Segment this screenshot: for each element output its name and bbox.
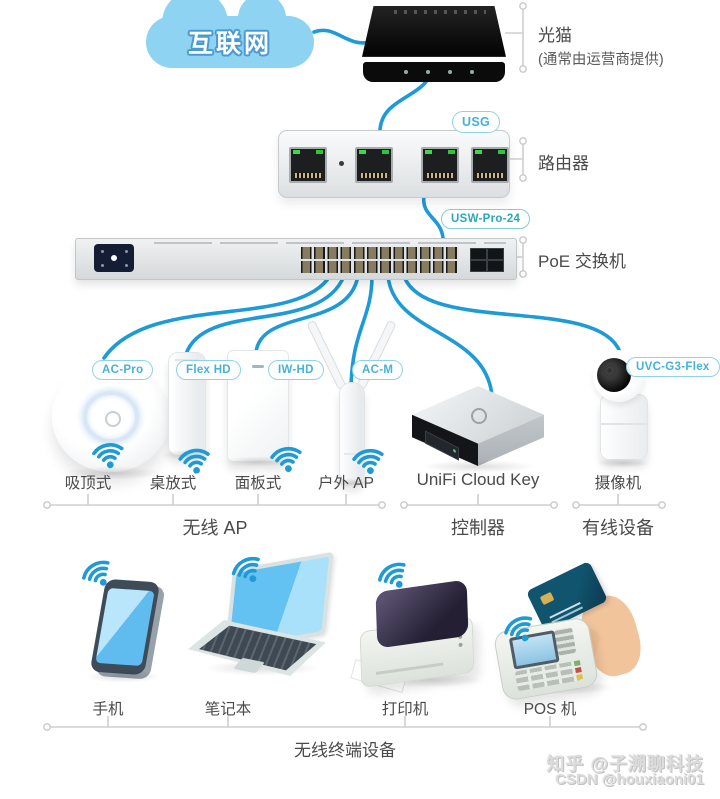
switch-label: PoE 交换机 [538,252,626,271]
shadow [222,456,294,467]
usg-router [278,130,510,198]
poe-switch [75,238,517,280]
router-port-console [289,147,327,183]
printer-label: 打印机 [381,701,429,718]
pos-label: POS 机 [523,701,577,718]
usg-badge: USG [452,111,500,133]
ap-desktop-label: 桌放式 [149,475,197,492]
cloud-key-label: UniFi Cloud Key [416,470,540,489]
wifi-icon [269,444,305,477]
ap-ceiling-device [52,362,170,472]
router-label: 路由器 [538,154,589,173]
cable-switch-cloudkey [386,274,494,398]
modem-label: 光猫 [538,26,572,45]
ap-wall-label: 面板式 [234,475,282,492]
cable-switch-iwhd [254,274,360,354]
wifi-icon [177,446,213,477]
wired-group-label: 有线设备 [582,518,654,538]
cable-switch-flexhd [184,274,346,356]
phone-screen [95,587,155,667]
pos-side-keys [554,627,577,656]
shadow [330,478,374,487]
watermark-zhihu: 知乎 @子溯聊科技 [546,754,704,774]
modem-vents [393,10,486,14]
modem-sublabel: (通常由运营商提供) [538,52,664,68]
cable-switch-acm [349,274,374,394]
ap-outdoor-device [339,382,365,484]
terminals-group-label: 无线终端设备 [294,741,396,760]
ap-led-ring [82,390,140,444]
acm-badge: AC-M [352,360,404,380]
router-port-wan1 [355,147,393,183]
card-chip [539,591,555,606]
shadow [418,460,538,473]
laptop-device [188,551,334,680]
cloud-key-device [412,386,544,466]
camera-label: 摄像机 [594,475,642,492]
camera-body [600,394,648,460]
acpro-badge: AC-Pro [92,360,154,380]
laptop-label: 笔记本 [204,701,252,718]
switch-display [94,244,134,272]
ubiquiti-logo [105,411,121,427]
wifi-icon [351,446,387,479]
switch-port-block [301,247,459,273]
switch-ports-bottom-row [301,261,459,273]
watermark-csdn: CSDN @houxiaoni01 [555,771,704,788]
cable-switch-camera [402,274,622,354]
phone-body [89,578,161,676]
modem-top-face [362,6,506,57]
internet-cloud: 互联网 [146,0,314,68]
camera-badge: UVC-G3-Flex [626,357,720,377]
ubiquiti-logo [471,408,487,424]
shadow [62,466,162,480]
wireless-ap-group-label: 无线 AP [182,518,248,538]
wifi-icon [91,440,127,473]
ap-ceiling-label: 吸顶式 [64,475,112,492]
ap-outdoor-label: 户外 AP [318,475,374,492]
cloud-shape [146,0,314,68]
shadow [160,450,214,460]
switch-vents [154,242,506,244]
modem-front-face [363,62,505,82]
router-port-lan1 [421,147,459,183]
camera-lens [597,358,631,392]
iwhd-badge: IW-HD [268,360,324,380]
cable-switch-acpro [102,274,332,360]
shadow [596,458,650,468]
flexhd-badge: Flex HD [176,360,241,380]
switch-sfp-ports [470,248,504,272]
usw-badge: USW-Pro-24 [441,209,531,229]
switch-ports-top-row [301,247,459,259]
phone-device [74,568,169,686]
modem-status-lights [404,70,408,74]
pos-device [492,560,648,702]
cable-router-switch [422,194,445,240]
router-port-lan2 [471,147,509,183]
controller-group-label: 控制器 [451,518,505,538]
shadow [84,670,162,683]
internet-label: 互联网 [187,30,272,58]
phone-label: 手机 [92,701,124,718]
router-reset-button [339,161,344,166]
optical-modem [362,6,506,84]
printer-device [350,579,488,694]
